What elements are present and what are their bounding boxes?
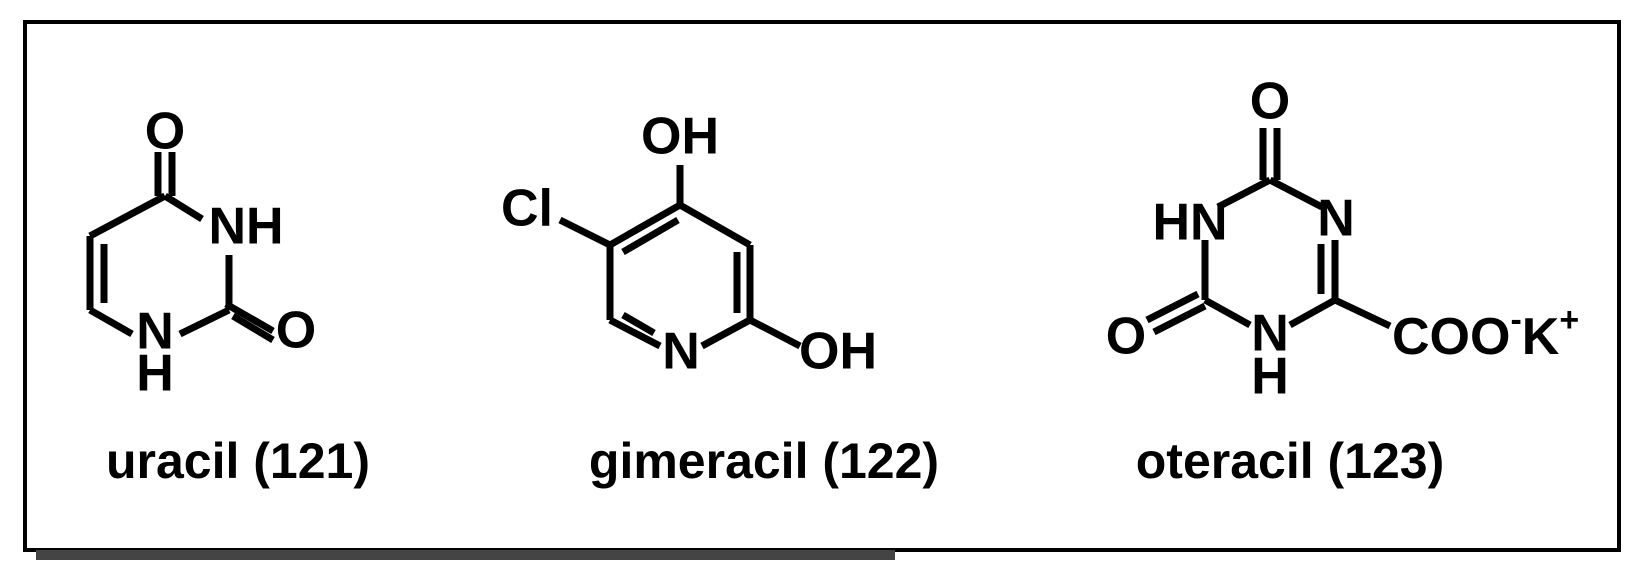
gimeracil-structure: OH Cl N OH gimeracil (122) xyxy=(501,108,939,489)
bond-c6-n1 xyxy=(88,306,134,338)
bond-c-o-left-a xyxy=(1145,290,1200,324)
atom-o-left: O xyxy=(1106,308,1146,366)
atom-h-bottom: H xyxy=(1251,348,1289,406)
bond-c4-c3 xyxy=(678,201,752,249)
atom-nh: NH xyxy=(208,198,283,256)
frame-shadow-bar xyxy=(36,550,895,560)
atom-n-bottom: N xyxy=(1251,305,1289,363)
bond-c5-cl xyxy=(558,216,612,249)
atom-h: H xyxy=(136,345,174,403)
bond-c-n-right xyxy=(1268,176,1324,211)
oteracil-structure: O HN N O N H COO-K+ oteracil (123) xyxy=(1106,73,1579,489)
bond-c4-c5 xyxy=(88,192,167,240)
atom-carboxylate-salt: COO-K+ xyxy=(1392,301,1579,366)
atom-k: K xyxy=(1522,308,1560,366)
caption-oteracil: oteracil (123) xyxy=(1136,433,1444,489)
bond-n-c6 xyxy=(608,316,662,350)
atom-n: N xyxy=(136,303,174,361)
caption-uracil: uracil (121) xyxy=(106,433,370,489)
bond-c5-c4 xyxy=(608,201,682,249)
bond-c2-o-b xyxy=(231,312,275,344)
caption-gimeracil: gimeracil (122) xyxy=(589,433,939,489)
atom-o-right: O xyxy=(276,302,316,360)
bond-c2-o-a xyxy=(224,300,275,335)
bond-c2-oh xyxy=(748,316,802,350)
atom-coo: COO xyxy=(1392,308,1510,366)
bond-n1-c2 xyxy=(178,306,231,338)
bond-c5-c4-inner xyxy=(621,216,680,256)
atom-o-top: O xyxy=(145,103,185,161)
bond-c-nh-bottom xyxy=(1288,296,1337,329)
bond-n-c6-inner xyxy=(621,311,656,337)
bond-c4-n3 xyxy=(163,193,204,222)
bond-c-coo xyxy=(1333,296,1392,330)
bond-nh-c-left xyxy=(1203,296,1252,329)
atom-hn: HN xyxy=(1152,194,1227,252)
atom-cl: Cl xyxy=(501,180,553,238)
atom-n-ring: N xyxy=(662,323,700,381)
atom-n-right: N xyxy=(1317,190,1355,248)
atom-oh-top: OH xyxy=(641,108,719,166)
uracil-structure: O NH N H O uracil (121) xyxy=(86,103,370,489)
charge-minus: - xyxy=(1510,301,1521,339)
atom-o-top: O xyxy=(1250,73,1290,131)
bond-c-o-left-b xyxy=(1152,302,1207,336)
bond-c-hn xyxy=(1216,176,1272,211)
atom-oh-right: OH xyxy=(799,323,877,381)
bond-c2-n xyxy=(700,316,752,350)
charge-plus: + xyxy=(1559,301,1579,339)
